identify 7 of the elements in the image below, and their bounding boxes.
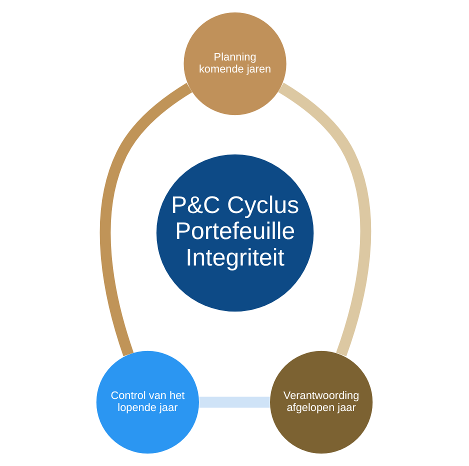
connector — [199, 396, 270, 408]
node-circle: Control van het lopende jaar — [96, 350, 199, 454]
node-circle: Verantwoording afgelopen jaar — [270, 350, 373, 454]
node-circle: Planning komende jaren — [184, 12, 286, 116]
connector — [278, 82, 372, 356]
connector — [100, 82, 192, 356]
node-circle: P&C Cyclus Portefeuille Integriteit — [156, 154, 314, 312]
